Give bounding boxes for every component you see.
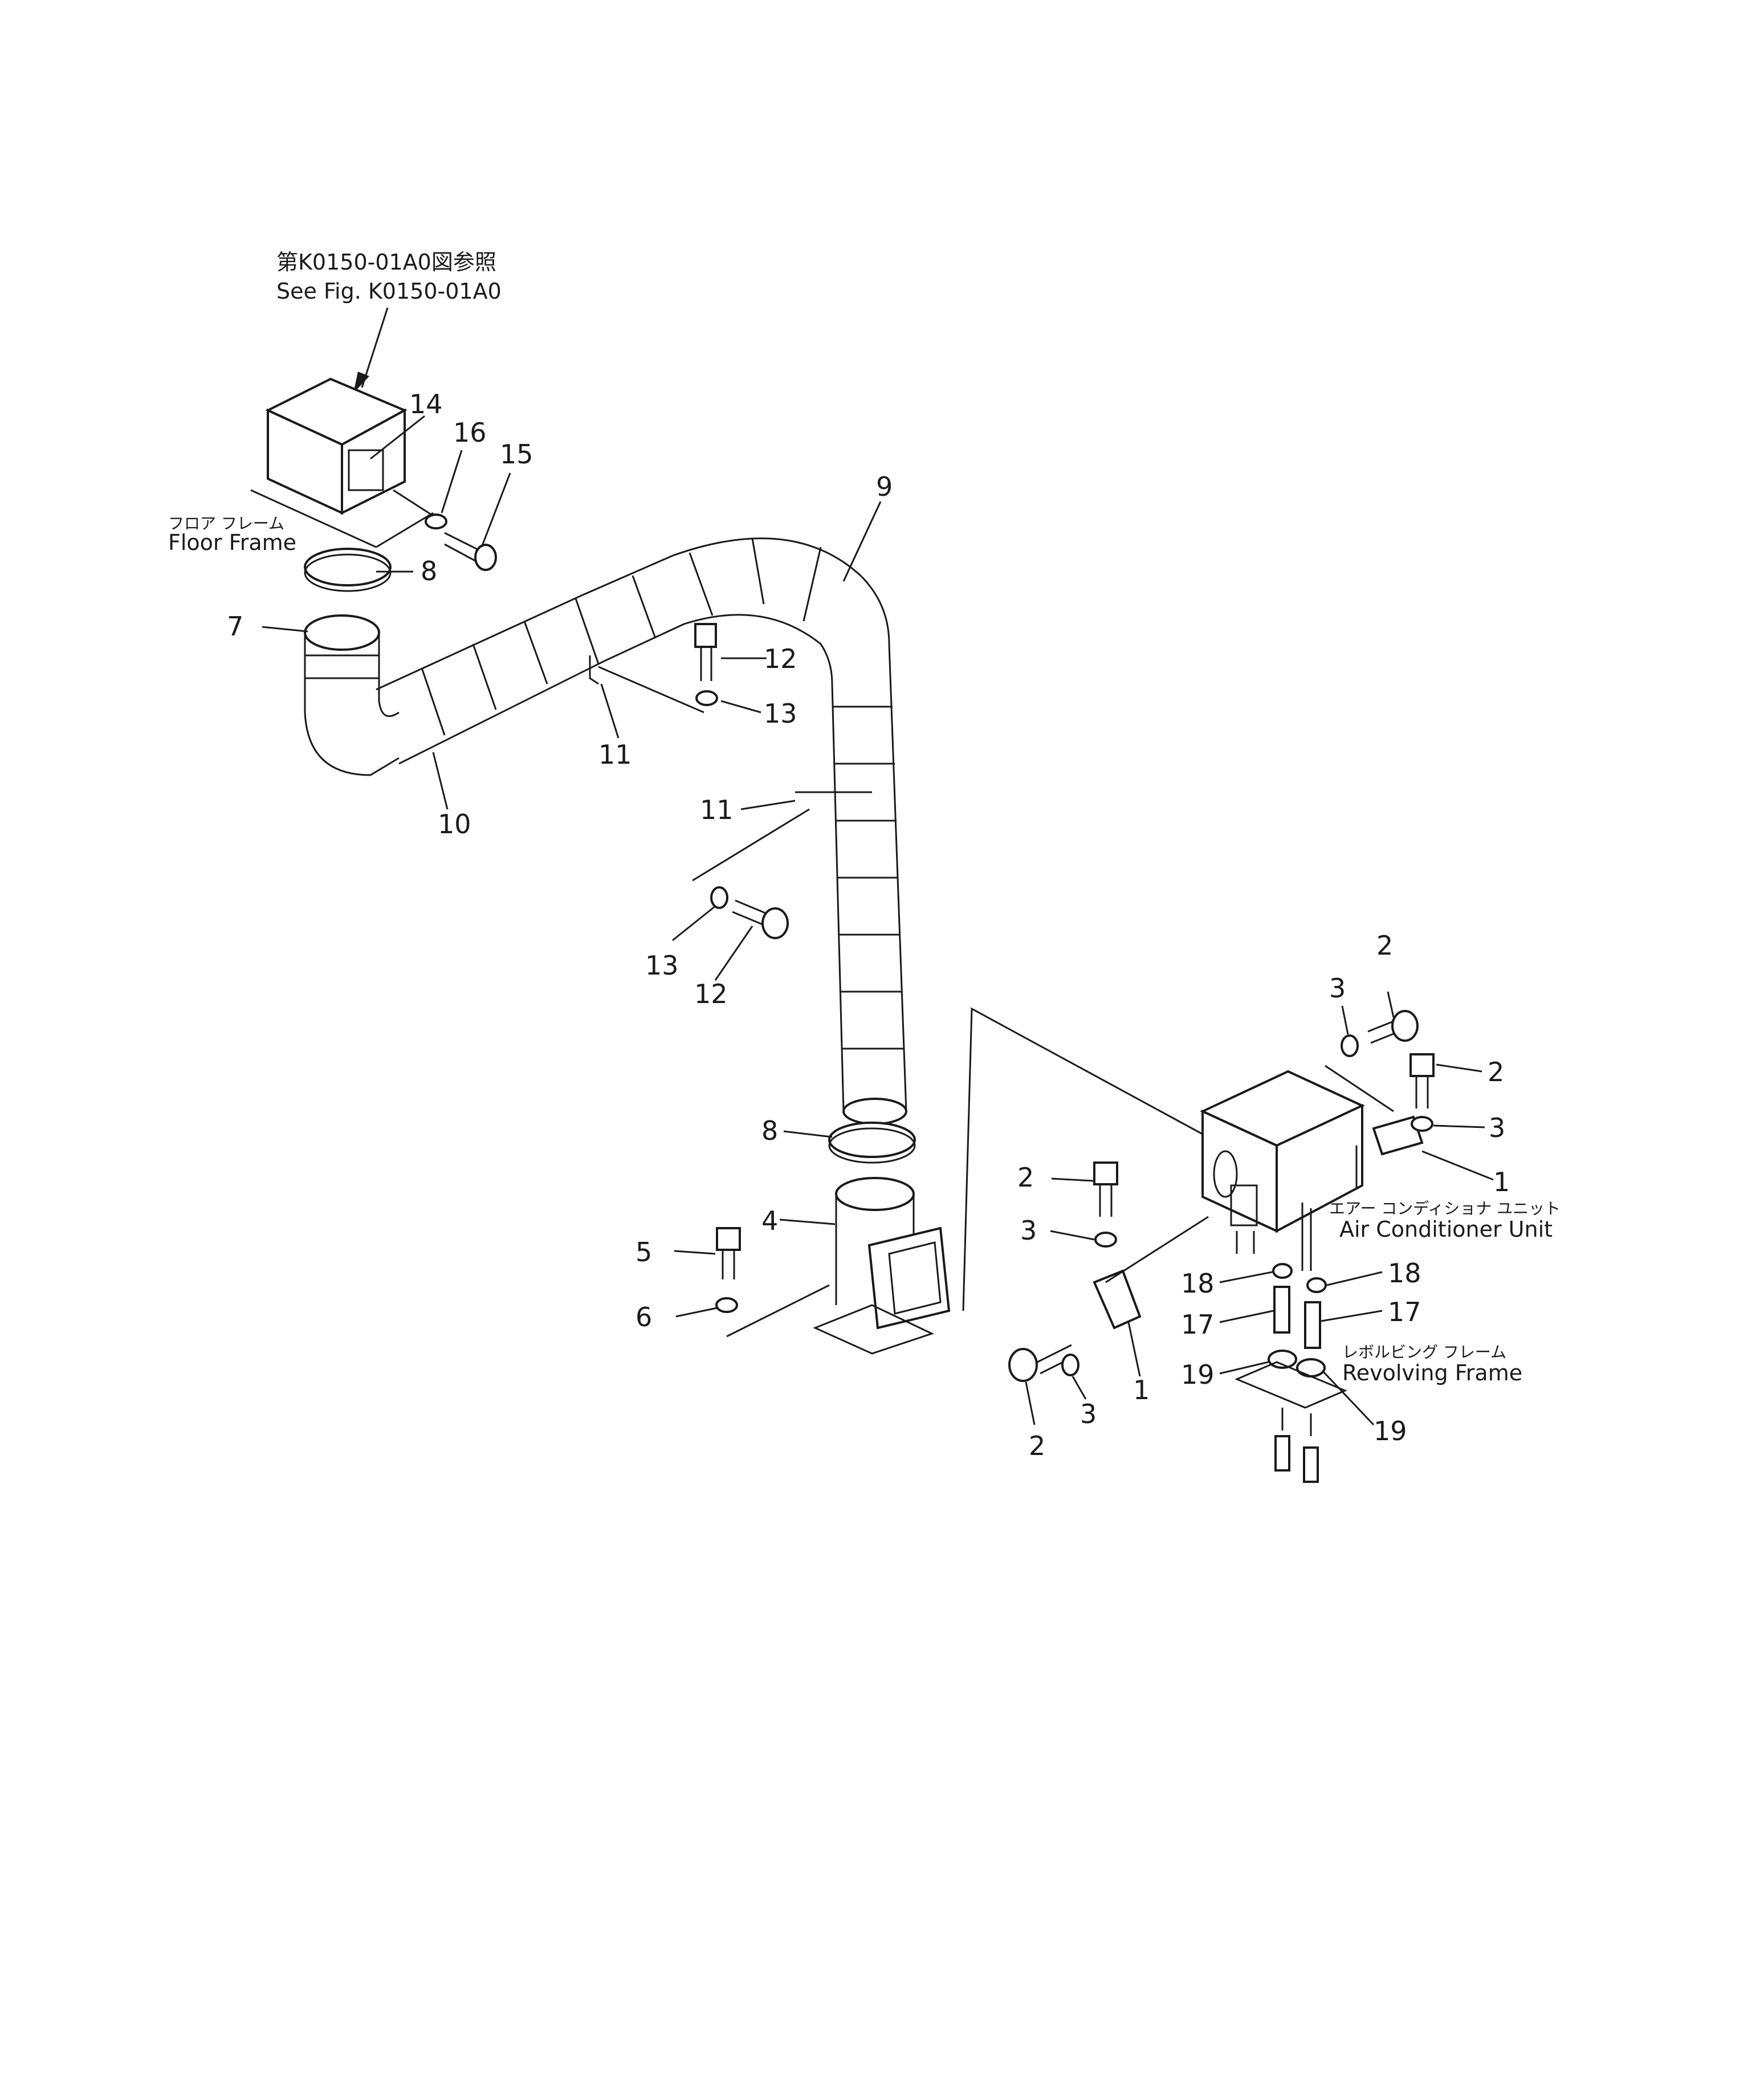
callout-6: 6 [635,1302,652,1332]
callout-3-low: 3 [1080,1399,1097,1429]
callout-numbers: 14 16 15 8 7 10 9 12 13 11 11 13 12 8 4 … [227,389,1510,1461]
washer-13-upper [695,690,718,706]
washer-6 [715,1297,738,1313]
adapter-leader [962,1007,1203,1311]
washer-3-right [1411,1116,1433,1132]
callout-16: 16 [453,417,487,448]
bracket-1-right [1372,1115,1424,1156]
callout-8-upper: 8 [421,556,437,586]
hose-lower-right [1303,1446,1319,1483]
bolt-2-low [1008,1344,1075,1382]
bracket-1-leader [1325,1065,1394,1112]
clamp-18-left [1272,1263,1293,1279]
bolt-2-top [1367,1010,1419,1044]
reference-arrow [361,307,389,388]
callout-19-right: 19 [1374,1416,1407,1446]
aircon-jp: エアー コンディショナ ユニット [1329,1199,1561,1218]
callout-18-left: 18 [1181,1268,1215,1299]
callout-19-left: 19 [1181,1359,1215,1390]
bolt-2-right [1409,1053,1435,1108]
callout-17-left: 17 [1181,1309,1215,1340]
duct-elbow-7 [304,614,400,776]
callout-1-lower: 1 [1133,1375,1150,1405]
callout-2-top: 2 [1376,930,1393,961]
callout-8-lower: 8 [761,1115,778,1146]
callout-4: 4 [761,1205,778,1236]
bracket-1-lower [1093,1216,1209,1330]
callout-2-low: 2 [1029,1430,1045,1461]
bracket-6-leader [726,1284,830,1338]
callout-7: 7 [227,611,243,642]
revolving-frame-en: Revolving Frame [1342,1360,1522,1385]
callout-10: 10 [438,809,471,839]
callout-9: 9 [876,471,893,502]
floor-frame-jp: フロア フレーム [168,514,284,533]
reference-en: See Fig. K0150-01A0 [276,279,502,304]
callout-1-right: 1 [1493,1167,1510,1197]
hose-17-right [1304,1301,1321,1349]
callout-13-lower: 13 [645,950,679,981]
callout-14: 14 [409,389,443,419]
callout-3-mid: 3 [1020,1215,1037,1246]
callout-11-upper: 11 [598,739,632,770]
cushion-19-left [1268,1350,1297,1369]
bracket-11-upper [589,655,704,714]
callout-11-lower: 11 [700,794,734,825]
callout-3-right: 3 [1489,1112,1505,1143]
washer-3-mid [1094,1232,1117,1248]
duct-adapter-4 [813,1177,951,1355]
callout-12-lower: 12 [694,979,728,1009]
clamp-8-upper [304,548,392,592]
clamp-18-right [1306,1277,1327,1293]
callout-2-right: 2 [1488,1057,1504,1087]
callout-2-mid: 2 [1017,1162,1034,1193]
air-conditioner-unit [1200,1070,1365,1271]
reference-jp: 第K0150-01A0図参照 [276,250,496,275]
hose-17-left [1273,1286,1290,1334]
bracket-11-lower [692,791,872,882]
hose-lower-left [1274,1435,1290,1472]
clamp-8-lower [828,1122,916,1164]
revolving-frame-jp: レボルビング フレーム [1342,1343,1506,1362]
callout-3-top: 3 [1329,973,1346,1004]
floor-frame-box [250,377,434,548]
bolt-12-lower [732,899,789,939]
callout-5: 5 [635,1237,652,1267]
callout-13-upper: 13 [764,698,797,729]
reference-arrowhead [353,372,369,393]
washer-16 [425,513,447,529]
callout-17-right: 17 [1388,1297,1421,1327]
callout-18-right: 18 [1388,1258,1421,1289]
bolt-12-upper [694,623,717,681]
bolt-15 [444,532,497,571]
callout-12-upper: 12 [764,643,797,674]
aircon-en: Air Conditioner Unit [1339,1217,1553,1242]
duct-10 [376,594,605,765]
callout-leaders [262,415,1494,1426]
revolving-frame-plate [1235,1361,1347,1409]
washer-3-top [1341,1034,1359,1057]
washer-13-lower [710,886,728,909]
bolt-2-mid [1093,1161,1118,1217]
cushion-19-right [1296,1358,1326,1377]
callout-15: 15 [500,439,533,470]
floor-frame-en: Floor Frame [168,530,296,555]
bolt-5 [716,1227,741,1279]
duct-9 [581,537,907,1125]
washer-3-low [1061,1354,1079,1376]
